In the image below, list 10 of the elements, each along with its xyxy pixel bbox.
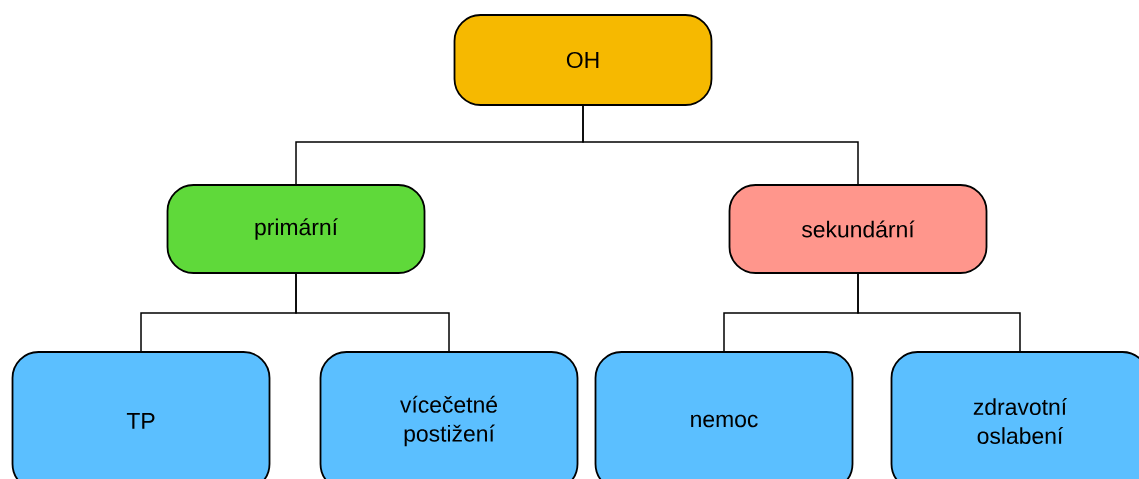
rounded-box: sekundární [728,184,988,274]
rounded-box: vícečetné postižení [319,351,579,479]
connector-line [295,273,450,352]
rounded-box: zdravotní oslabení [890,351,1139,479]
rounded-box: TP [11,351,271,479]
connector-line [857,273,1021,352]
rounded-box: nemoc [594,351,854,479]
rounded-box: primární [166,184,426,274]
rounded-box: OH [453,14,713,106]
connector-line [582,105,859,185]
